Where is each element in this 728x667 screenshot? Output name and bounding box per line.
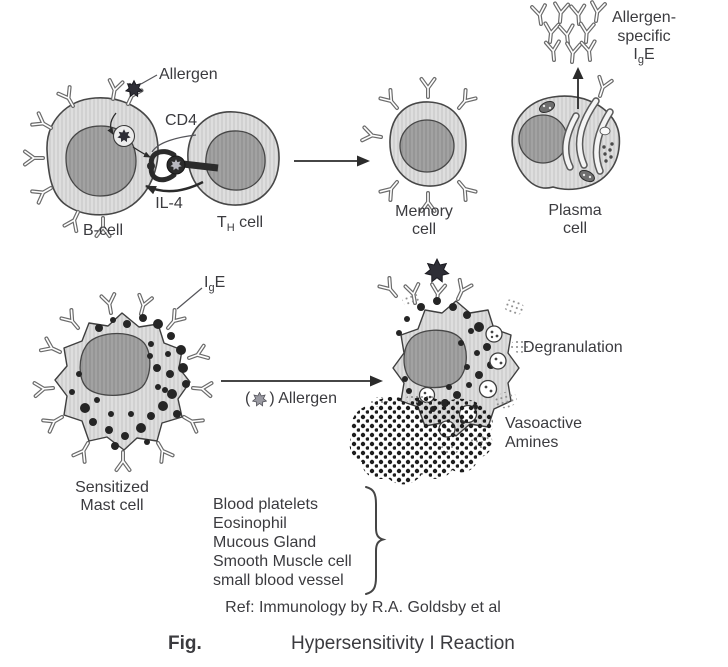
th-cell-nucleus [205, 130, 266, 191]
degranulation-label: Degranulation [523, 339, 623, 356]
allergen-arrow-label: () Allergen [245, 390, 337, 407]
activated-mast-cell-nucleus [403, 329, 467, 389]
allergen-specific-ige-label: Allergen- specific IgE [611, 9, 677, 67]
list-item: Eosinophil [213, 514, 287, 532]
allergen-leader-line [140, 74, 158, 85]
memory-cell-label: Memory cell [395, 203, 453, 239]
target-list-brace [365, 486, 387, 595]
cd4-label: CD4 [164, 112, 198, 129]
allergen-star-icon [252, 391, 268, 406]
reference-line: Ref: Immunology by R.A. Goldsby et al [225, 599, 501, 616]
sensitized-mast-cell-label: Sensitized Mast cell [75, 479, 149, 515]
plasma-cell [511, 95, 621, 191]
mast-cell-nucleus [79, 332, 151, 397]
th-cell [187, 111, 280, 206]
tcr-mhc-junction [147, 134, 219, 183]
figure-caption: Hypersensitivity I Reaction [291, 633, 515, 654]
vasoactive-amines-cloud [349, 396, 493, 485]
il4-label: IL-4 [155, 195, 183, 212]
golgi-dots [602, 142, 614, 163]
memory-cell-nucleus [399, 119, 455, 173]
secreted-ige-cluster [530, 0, 607, 65]
ige-leader-line [176, 287, 203, 310]
plasma-cell-nucleus [518, 114, 568, 164]
il4-arrow [145, 180, 204, 195]
vacuole [599, 126, 611, 136]
vasoactive-amines-label: Vasoactive Amines [505, 415, 583, 451]
crosslinked-ige [377, 276, 474, 307]
allergen-label: Allergen [159, 66, 218, 83]
list-item: Mucous Gland [213, 533, 317, 551]
list-item: Blood platelets [213, 496, 318, 513]
plasma-cell-label: Plasma cell [548, 202, 602, 238]
ige-secretion-arrow [572, 67, 614, 109]
sensitization-arrow [294, 155, 370, 167]
b-cell-label: B-cell [82, 222, 124, 239]
mitochondrion [538, 100, 595, 183]
fig-label: Fig. [168, 633, 202, 654]
granules [69, 314, 190, 450]
internalized-allergen-endosome [107, 112, 151, 158]
list-item: Smooth Muscle cell [213, 552, 352, 570]
b-cell [23, 78, 159, 238]
list-item: small blood vessel [213, 571, 344, 589]
memory-cell [360, 77, 478, 213]
endoplasmic-reticulum [562, 97, 614, 175]
target-list: Blood platelets Eosinophil Mucous Gland … [213, 496, 352, 591]
th-cell-label: TH cell [216, 214, 264, 235]
cd4-leader-line [151, 134, 197, 153]
activation-arrow [221, 375, 383, 387]
allergen-star-icon [125, 80, 143, 98]
allergen-on-bcr [125, 74, 158, 98]
allergen-star-icon [424, 258, 450, 283]
ige-label: IgE [204, 274, 226, 295]
sensitized-mast-cell [32, 287, 214, 472]
